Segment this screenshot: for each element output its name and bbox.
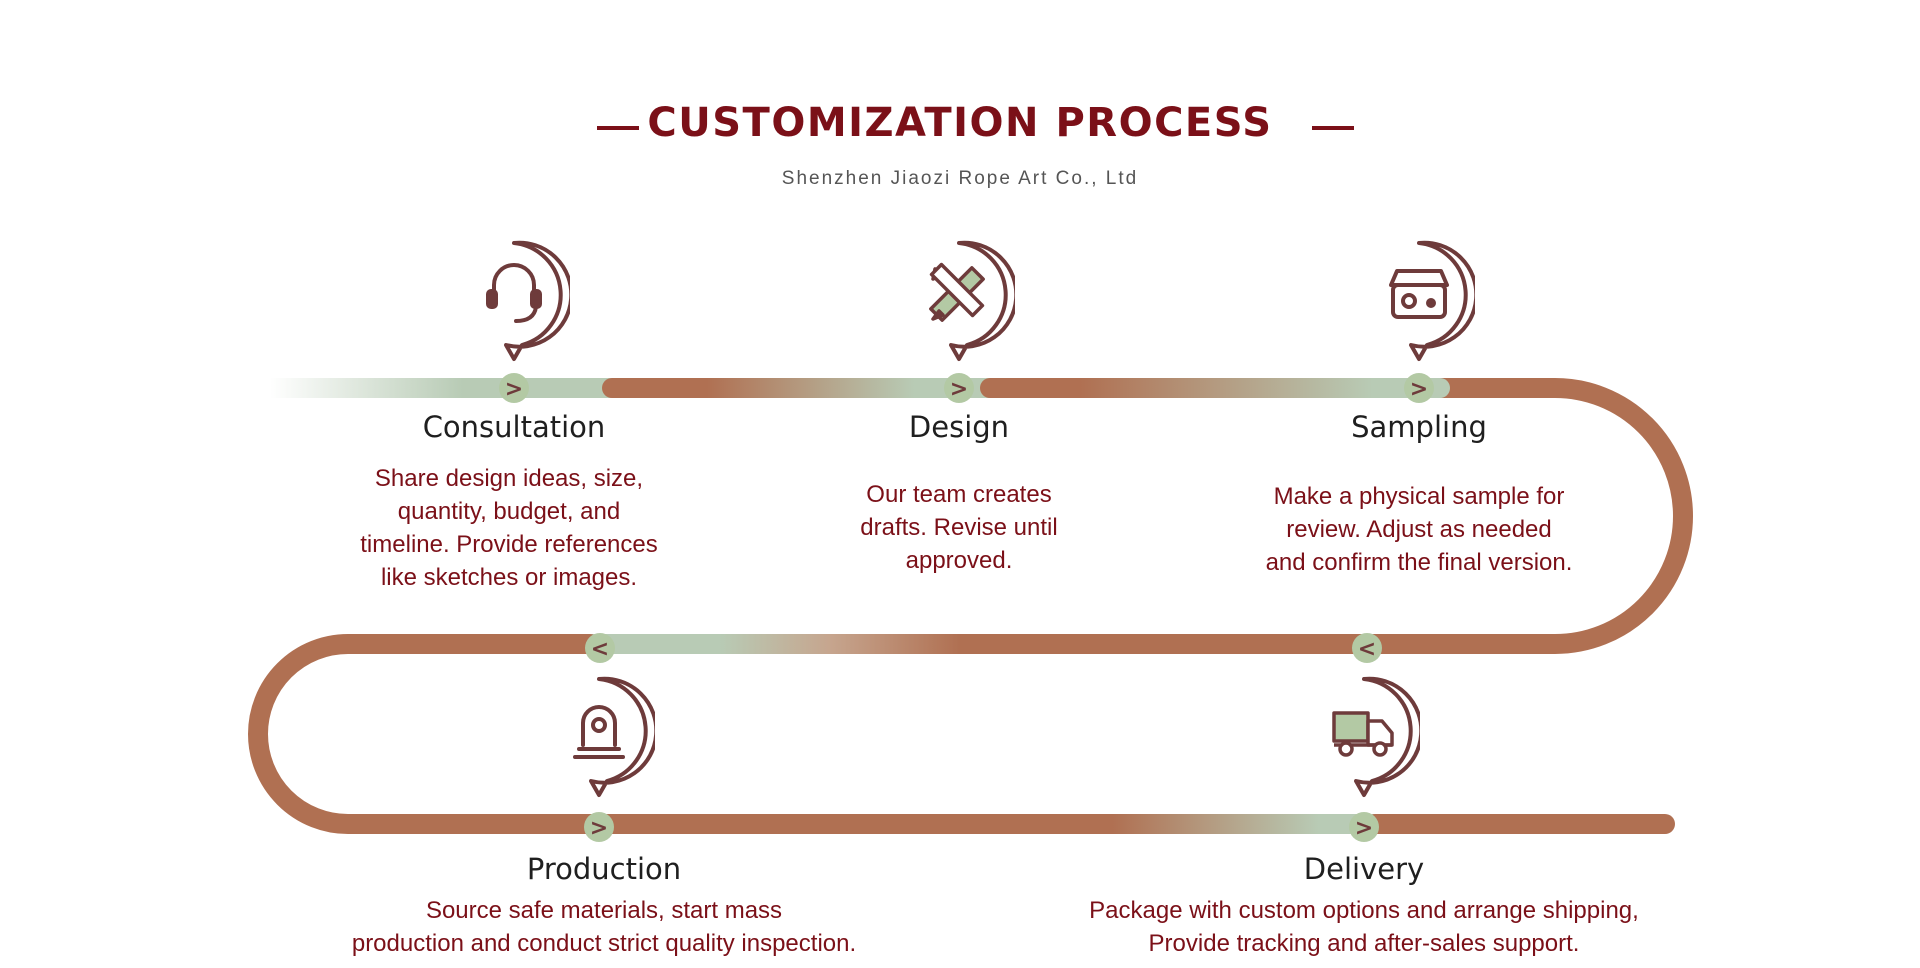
arrow-forward-icon: >	[505, 377, 523, 402]
desc-line: Provide tracking and after-sales support…	[1148, 930, 1580, 957]
step-desc-consultation: Share design ideas, size, quantity, budg…	[309, 462, 709, 594]
step-title-consultation: Consultation	[422, 410, 606, 444]
desc-line: Package with custom options and arrange …	[1089, 897, 1639, 924]
desc-line: Share design ideas, size,	[374, 465, 644, 492]
design-marker	[903, 239, 1015, 363]
desc-line: and confirm the final version.	[1265, 549, 1573, 576]
desc-line: Make a physical sample for	[1273, 483, 1565, 510]
headset-icon	[486, 263, 542, 323]
delivery-marker	[1308, 675, 1420, 799]
page-title: CUSTOMIZATION PROCESS	[647, 100, 1273, 146]
step-title-production: Production	[526, 852, 682, 886]
arrow-forward-icon: >	[1355, 816, 1373, 841]
step-desc-design: Our team creates drafts. Revise until ap…	[799, 478, 1119, 577]
desc-line: Source safe materials, start mass	[425, 897, 783, 924]
step-title-sampling: Sampling	[1351, 410, 1487, 444]
step-desc-delivery: Package with custom options and arrange …	[1044, 894, 1684, 960]
title-dash-left	[597, 126, 639, 130]
arrow-node	[1352, 633, 1382, 663]
sampling-marker	[1363, 239, 1475, 363]
desc-line: approved.	[905, 547, 1013, 574]
desc-line: Our team creates	[866, 481, 1052, 508]
desc-line: like sketches or images.	[380, 564, 638, 591]
desc-line: drafts. Revise until	[860, 514, 1058, 541]
sample-box-icon	[1389, 269, 1449, 319]
step-title-delivery: Delivery	[1303, 852, 1425, 886]
arrow-back-icon: <	[591, 637, 609, 662]
page-subtitle: Shenzhen Jiaozi Rope Art Co., Ltd	[781, 168, 1139, 189]
arrow-forward-icon: >	[590, 816, 608, 841]
step-desc-sampling: Make a physical sample for review. Adjus…	[1229, 480, 1609, 579]
arrow-node	[944, 373, 974, 403]
truck-icon	[1332, 711, 1394, 757]
step-desc-production: Source safe materials, start mass produc…	[309, 894, 899, 960]
arrow-forward-icon: >	[1410, 377, 1428, 402]
desc-line: production and conduct strict quality in…	[351, 930, 857, 957]
pencil-ruler-icon	[929, 262, 985, 322]
arrow-node	[585, 633, 615, 663]
arrow-node	[1404, 373, 1434, 403]
machine-icon	[573, 705, 625, 759]
consultation-marker	[458, 239, 570, 363]
arrow-forward-icon: >	[950, 377, 968, 402]
desc-line: timeline. Provide references	[360, 531, 658, 558]
arrow-node	[584, 812, 614, 842]
production-marker	[543, 675, 655, 799]
desc-line: review. Adjust as needed	[1286, 516, 1552, 543]
step-title-design: Design	[908, 410, 1010, 444]
title-dash-right	[1312, 126, 1354, 130]
desc-line: quantity, budget, and	[397, 498, 621, 525]
arrow-node	[1349, 812, 1379, 842]
arrow-back-icon: <	[1358, 637, 1376, 662]
arrow-node	[499, 373, 529, 403]
